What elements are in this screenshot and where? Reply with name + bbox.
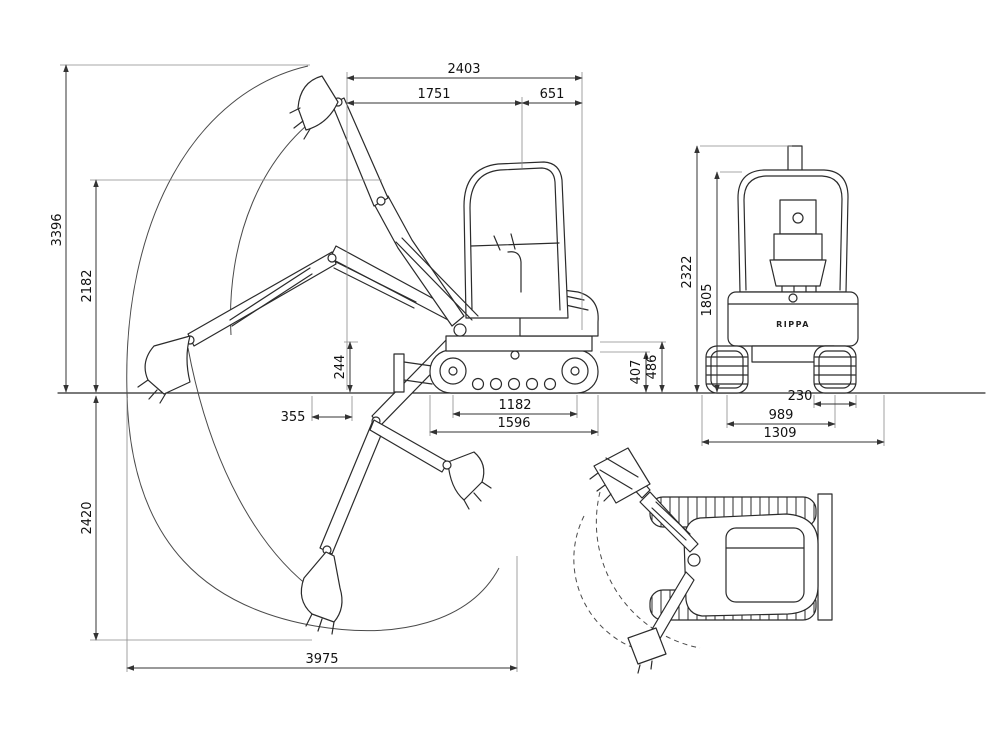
dim-2182: 2182	[80, 269, 95, 302]
swing-arc-outer	[595, 491, 701, 649]
bucket-mid	[144, 335, 191, 395]
cab-outline	[463, 161, 569, 319]
dim-2420: 2420	[80, 501, 95, 534]
swing-pivot	[453, 323, 467, 337]
bucket-top-view-swung	[627, 627, 667, 665]
track-front-right	[813, 345, 857, 394]
dimension-annotations: 2403 1751 651 3396 2182 244 355 2420 397…	[50, 62, 885, 672]
body-front	[727, 291, 859, 347]
blade-top-view	[817, 493, 833, 621]
dim-486: 486	[645, 355, 660, 380]
boom-position-forward	[369, 419, 492, 510]
front-view-machine: RIPPA	[705, 145, 859, 394]
dim-1805: 1805	[700, 283, 715, 316]
dim-1751: 1751	[417, 87, 450, 102]
bucket-deep	[300, 551, 343, 623]
bucket-forward	[447, 451, 485, 501]
dozer-blade	[393, 353, 405, 393]
undercarriage-side	[393, 349, 599, 394]
bucket-front	[769, 259, 827, 287]
dim-2322: 2322	[680, 255, 695, 288]
boom-position-mid	[137, 245, 459, 404]
bucket-top-view	[593, 447, 651, 504]
dim-2403: 2403	[447, 62, 480, 77]
dim-407: 407	[629, 360, 644, 385]
cab-side	[463, 161, 569, 319]
top-view-machine	[573, 447, 833, 674]
track-front-left	[705, 345, 749, 394]
dim-1309: 1309	[763, 426, 796, 441]
dim-3396: 3396	[50, 213, 65, 246]
dim-244: 244	[333, 355, 348, 380]
dim-230: 230	[788, 389, 813, 404]
dim-355: 355	[281, 410, 306, 425]
brand-logo-text: RIPPA	[776, 320, 810, 329]
dim-989: 989	[769, 408, 794, 423]
dim-3975: 3975	[305, 652, 338, 667]
dim-1182: 1182	[498, 398, 531, 413]
boom-position-raised	[289, 75, 479, 327]
side-view-machine	[137, 75, 599, 635]
boom-top-front	[787, 145, 803, 173]
dim-651: 651	[540, 87, 565, 102]
bucket-raised	[297, 75, 339, 131]
dim-1596: 1596	[497, 416, 530, 431]
